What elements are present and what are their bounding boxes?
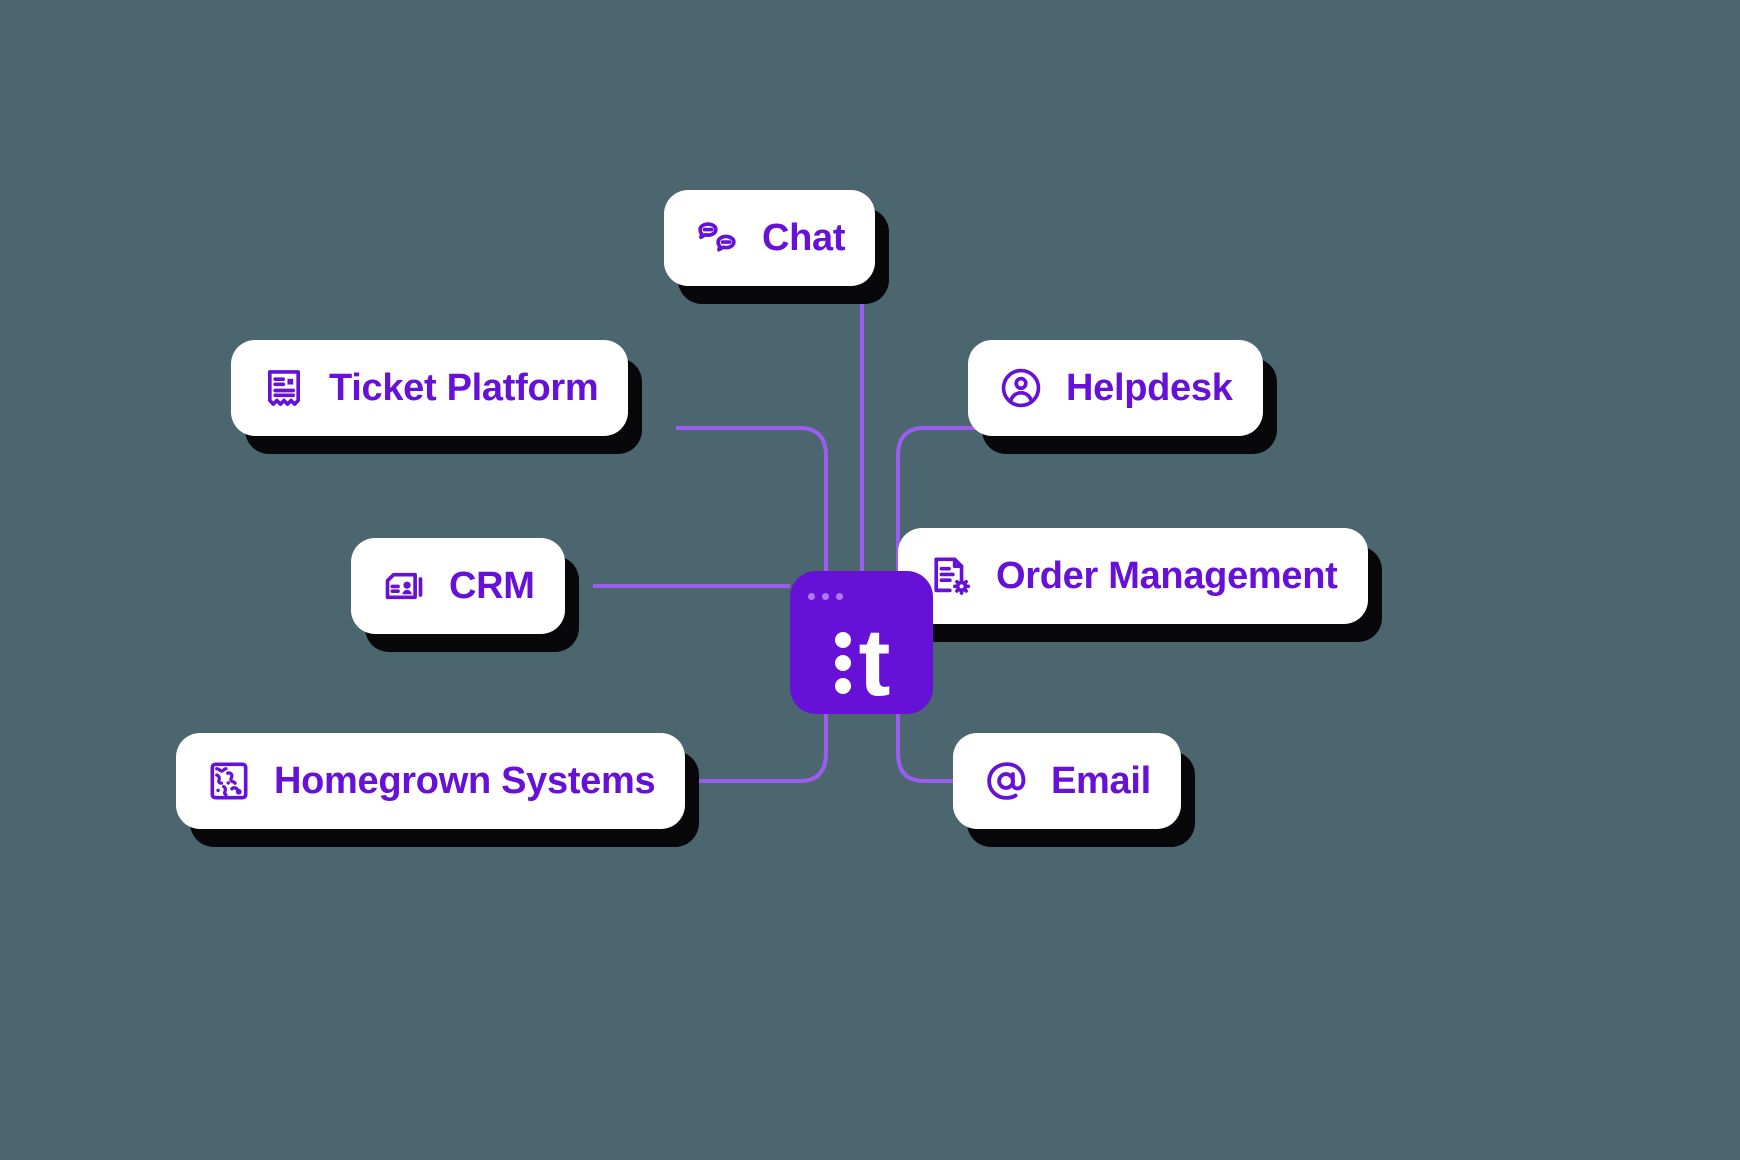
at-sign-icon bbox=[983, 758, 1029, 804]
node-card-homegrown-systems[interactable]: Homegrown Systems bbox=[176, 733, 686, 829]
node-label: Email bbox=[1051, 759, 1151, 802]
receipt-ticket-icon bbox=[261, 365, 307, 411]
node-label: Helpdesk bbox=[1066, 366, 1233, 409]
node-label: Chat bbox=[762, 216, 846, 259]
node-card-ticket-platform[interactable]: Ticket Platform bbox=[231, 340, 629, 436]
hub-window-dots bbox=[808, 593, 843, 600]
hub-letter: t bbox=[858, 609, 891, 717]
node-label: Homegrown Systems bbox=[274, 759, 656, 802]
chat-bubbles-icon bbox=[694, 215, 740, 261]
user-circle-icon bbox=[998, 365, 1044, 411]
map-network-icon bbox=[206, 758, 252, 804]
node-card-email[interactable]: Email bbox=[953, 733, 1181, 829]
node-label: Order Management bbox=[996, 554, 1338, 597]
hub-logo-mark: t bbox=[790, 615, 933, 714]
document-gear-icon bbox=[928, 553, 974, 599]
contact-card-icon bbox=[381, 563, 427, 609]
node-card-chat[interactable]: Chat bbox=[664, 190, 876, 286]
hub-three-dots-icon bbox=[834, 631, 851, 694]
connector-ticket bbox=[676, 426, 828, 571]
node-label: CRM bbox=[449, 564, 535, 607]
connector-homegrown bbox=[690, 714, 828, 783]
hub-node[interactable]: t bbox=[790, 571, 933, 714]
node-card-helpdesk[interactable]: Helpdesk bbox=[968, 340, 1263, 436]
node-card-order-management[interactable]: Order Management bbox=[898, 528, 1368, 624]
node-card-crm[interactable]: CRM bbox=[351, 538, 565, 634]
node-label: Ticket Platform bbox=[329, 366, 599, 409]
